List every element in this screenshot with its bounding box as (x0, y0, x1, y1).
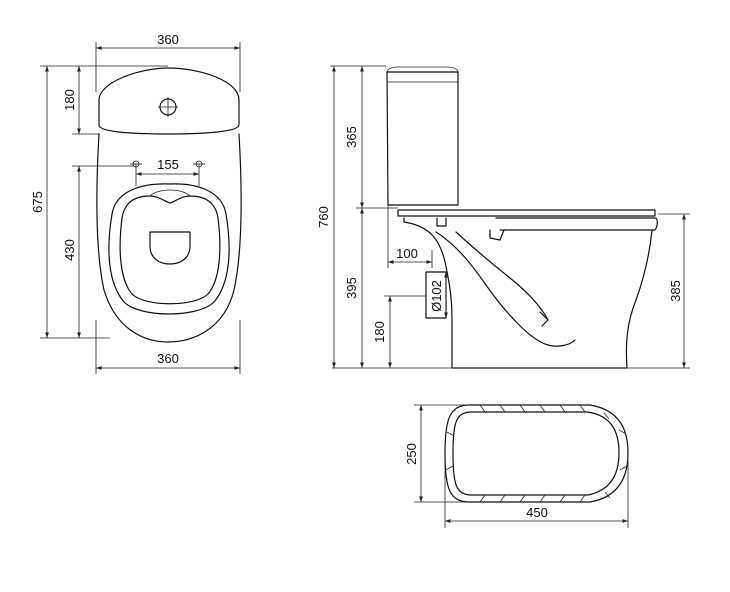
dim-base-length: 450 (526, 505, 548, 520)
bowl-outline (96, 133, 242, 343)
dim-outlet-offset: 100 (396, 246, 418, 261)
drain-hole (149, 231, 191, 265)
dim-width-top: 360 (157, 32, 179, 47)
base-hatch (445, 404, 628, 503)
dim-tank-height: 365 (344, 126, 359, 148)
bowl-rim-inner (119, 195, 221, 305)
flush-button-icon (158, 97, 178, 117)
dim-outlet-height: 180 (372, 321, 387, 343)
seat-outline (397, 209, 656, 217)
cistern-outline (386, 71, 459, 206)
dim-width-bottom: 360 (157, 351, 179, 366)
dim-total-length: 675 (30, 191, 45, 213)
dim-total-height: 760 (316, 206, 331, 228)
base-outline-outer (444, 404, 629, 503)
dim-tank-depth: 180 (62, 89, 77, 111)
dim-outlet-diameter: Ø102 (429, 280, 444, 312)
dim-bowl-length: 430 (62, 239, 77, 261)
bottom-view: 250 450 (404, 404, 629, 528)
tank-lid-outline (98, 67, 240, 135)
top-view: 360 675 180 430 155 360 (30, 32, 242, 374)
trap-outline (435, 231, 576, 347)
dim-hole-spacing: 155 (157, 157, 179, 172)
side-view: 760 365 395 100 Ø102 180 385 (316, 65, 690, 369)
dim-bowl-height-right: 385 (668, 280, 683, 302)
base-outline-inner (452, 411, 620, 496)
dim-bowl-height-left: 395 (344, 277, 359, 299)
bowl-rim-outer (108, 183, 230, 315)
dim-base-depth: 250 (404, 443, 419, 465)
